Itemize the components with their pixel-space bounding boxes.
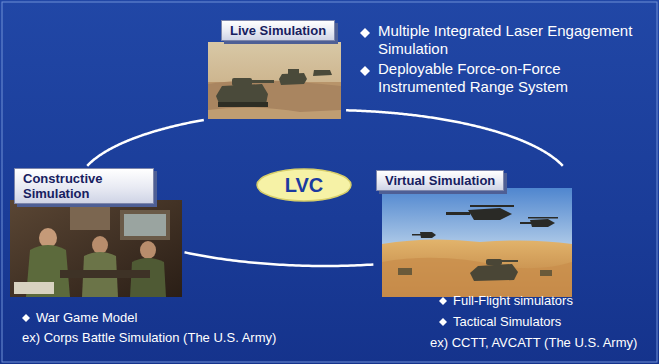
constructive-photo [10,200,182,297]
hub-label: LVC [285,174,324,196]
live-photo [208,42,341,119]
constructive-panel: Constructive Simulation [8,166,184,298]
bullet-text: War Game Model [36,310,137,326]
virtual-panel: Virtual Simulation [376,166,572,298]
bullet-text: Multiple Integrated Laser Engagement Sim… [378,22,633,58]
panel-title: Constructive Simulation [14,168,154,204]
virtual-scene [382,188,572,297]
bullet-text: Tactical Simulators [453,314,561,330]
bullet-text: ex) Corps Battle Simulation (The U.S. Ar… [22,330,276,346]
panel-title: Virtual Simulation [376,170,504,191]
ring-connector [185,252,374,266]
bullet-text: Deployable Force-on-Force Instrumented R… [378,60,633,96]
ring-connector [346,110,563,166]
panel-title: Live Simulation [221,20,335,41]
ring-connector [87,120,204,166]
live-panel: Live Simulation [205,18,345,120]
lvc-oval: LVC [256,168,352,202]
bullet-text: Full-Flight simulators [453,293,573,309]
bullet-text: ex) CCTT, AVCATT (The U.S. Army) [430,335,637,351]
